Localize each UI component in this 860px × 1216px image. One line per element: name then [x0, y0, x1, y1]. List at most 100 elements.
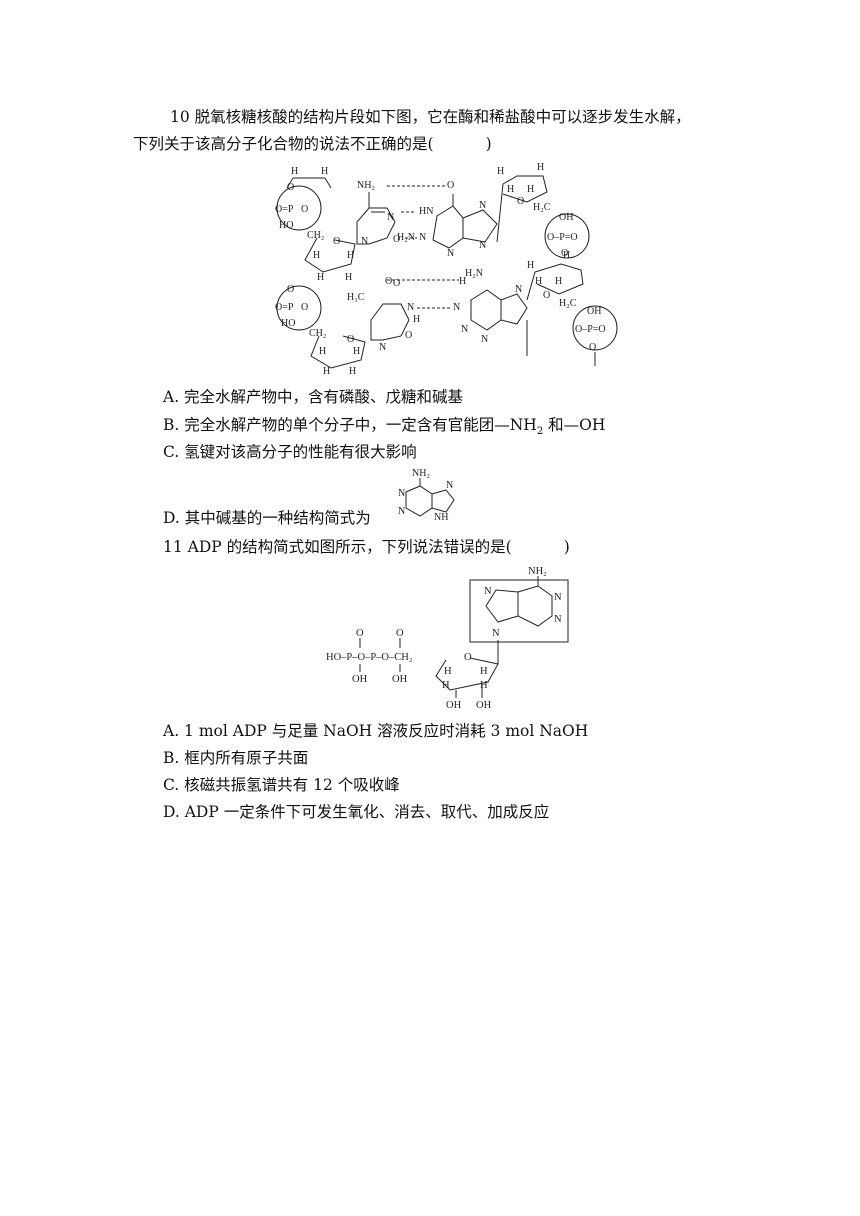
q10-stem-paren: )	[485, 135, 492, 153]
svg-text:N: N	[554, 592, 562, 603]
svg-text:NH₂: NH₂	[357, 180, 375, 191]
svg-text:H: H	[497, 166, 504, 177]
svg-text:O: O	[464, 652, 472, 663]
svg-text:HN: HN	[419, 206, 433, 217]
svg-text:N: N	[446, 480, 453, 491]
svg-text:N: N	[515, 284, 522, 295]
svg-text:N: N	[554, 614, 562, 625]
svg-text:H: H	[459, 276, 466, 287]
svg-text:H: H	[317, 272, 324, 283]
svg-text:H: H	[527, 260, 534, 271]
q10-option-b-subscript: 2	[536, 426, 544, 438]
svg-text:N: N	[379, 342, 386, 353]
svg-text:H: H	[349, 366, 356, 375]
svg-text:N: N	[492, 628, 500, 639]
svg-text:H: H	[291, 166, 298, 177]
svg-text:O: O	[447, 180, 454, 191]
q11-option-c: C. 核磁共振氢谱共有 12 个吸收峰	[163, 776, 400, 794]
q11-option-b: B. 框内所有原子共面	[163, 749, 309, 767]
svg-text:H₂N: H₂N	[397, 232, 415, 243]
svg-text:NH₂: NH₂	[412, 468, 430, 479]
svg-text:H: H	[444, 666, 452, 677]
q11-option-d: D. ADP 一定条件下可发生氧化、消去、取代、加成反应	[163, 803, 550, 821]
q10-stem-line2: 下列关于该高分子化合物的说法不正确的是()	[133, 134, 492, 154]
q10-option-b: B. 完全水解产物的单个分子中，一定含有官能团—NH2 和—OH	[163, 415, 605, 442]
svg-text:H: H	[323, 366, 330, 375]
svg-text:H: H	[313, 250, 320, 261]
svg-text:H: H	[527, 184, 534, 195]
svg-text:H: H	[507, 184, 514, 195]
svg-text:O: O	[287, 284, 294, 295]
svg-text:N: N	[479, 240, 486, 251]
svg-text:N: N	[419, 232, 426, 243]
svg-text:H: H	[555, 276, 562, 287]
svg-text:O: O	[356, 628, 364, 639]
svg-text:H₂C: H₂C	[559, 298, 577, 309]
svg-text:H: H	[537, 162, 544, 173]
svg-text:H: H	[563, 250, 570, 261]
svg-text:N: N	[453, 302, 460, 313]
svg-text:H: H	[319, 346, 326, 357]
svg-text:H: H	[345, 272, 352, 283]
svg-text:N: N	[361, 236, 368, 247]
svg-text:O: O	[393, 234, 400, 245]
svg-text:O: O	[396, 628, 404, 639]
svg-text:O: O	[347, 334, 354, 345]
svg-text:OH: OH	[587, 306, 601, 317]
svg-text:HO: HO	[279, 220, 293, 231]
svg-text:O: O	[385, 276, 392, 287]
svg-text:O: O	[393, 278, 400, 289]
svg-text:OH: OH	[352, 674, 368, 685]
svg-text:O=P: O=P	[275, 204, 294, 215]
q10-option-c: C. 氢键对该高分子的性能有很大影响	[163, 443, 417, 461]
svg-text:N: N	[479, 200, 486, 211]
svg-text:N: N	[387, 212, 394, 223]
svg-text:N: N	[447, 248, 454, 259]
svg-text:H₂C: H₂C	[533, 202, 551, 213]
svg-text:H: H	[353, 346, 360, 357]
svg-text:H: H	[442, 680, 450, 691]
svg-text:N: N	[407, 302, 414, 313]
svg-text:O: O	[589, 342, 596, 353]
svg-text:H: H	[413, 314, 420, 325]
svg-text:H: H	[321, 166, 328, 177]
svg-text:O: O	[405, 330, 412, 341]
dna-structure-figure: O O=P O HO H H CH₂ O H H H H NH₂ N N O O…	[275, 162, 618, 375]
svg-text:O=P: O=P	[275, 302, 294, 313]
svg-text:O–P=O: O–P=O	[575, 324, 606, 335]
q10-option-a: A. 完全水解产物中，含有磷酸、戊糖和碱基	[163, 388, 464, 406]
svg-text:HO: HO	[281, 318, 295, 329]
svg-text:O: O	[287, 182, 294, 193]
svg-text:CH₂: CH₂	[309, 328, 326, 339]
q10-option-b-text: B. 完全水解产物的单个分子中，一定含有官能团—NH	[163, 416, 537, 434]
svg-text:NH: NH	[434, 512, 448, 523]
svg-text:O: O	[301, 302, 308, 313]
svg-text:H₂N: H₂N	[465, 268, 483, 279]
svg-text:CH₂: CH₂	[307, 230, 324, 241]
svg-text:O: O	[333, 236, 340, 247]
svg-text:H: H	[480, 666, 488, 677]
svg-text:H: H	[535, 276, 542, 287]
adp-structure-figure: NH₂ N N N N O O HO–P–O–P–O–CH₂ OH OH O H…	[326, 566, 569, 710]
svg-text:OH: OH	[559, 212, 573, 223]
svg-text:OH: OH	[446, 700, 462, 710]
q11-option-a: A. 1 mol ADP 与足量 NaOH 溶液反应时消耗 3 mol NaOH	[163, 722, 589, 740]
svg-text:N: N	[461, 324, 468, 335]
q10-option-b-tail: 和—OH	[543, 416, 606, 434]
svg-text:H: H	[347, 250, 354, 261]
svg-text:H₃C: H₃C	[347, 292, 365, 303]
svg-text:O: O	[561, 248, 568, 259]
svg-text:H: H	[480, 680, 488, 691]
q10-option-d: D. 其中碱基的一种结构简式为	[163, 509, 371, 527]
q11-stem-text: 11 ADP 的结构简式如图所示，下列说法错误的是(	[163, 538, 512, 556]
svg-text:HO–P–O–P–O–CH₂: HO–P–O–P–O–CH₂	[326, 652, 413, 663]
svg-text:O–P=O: O–P=O	[547, 232, 578, 243]
svg-text:OH: OH	[392, 674, 408, 685]
svg-text:O: O	[543, 290, 550, 301]
svg-text:N: N	[398, 488, 405, 499]
q10-stem-line1: 10 脱氧核糖核酸的结构片段如下图，它在酶和稀盐酸中可以逐步发生水解，	[170, 108, 691, 126]
q11-stem: 11 ADP 的结构简式如图所示，下列说法错误的是()	[163, 537, 570, 557]
svg-text:O: O	[301, 204, 308, 215]
svg-text:N: N	[481, 334, 488, 345]
svg-text:O: O	[517, 196, 524, 207]
